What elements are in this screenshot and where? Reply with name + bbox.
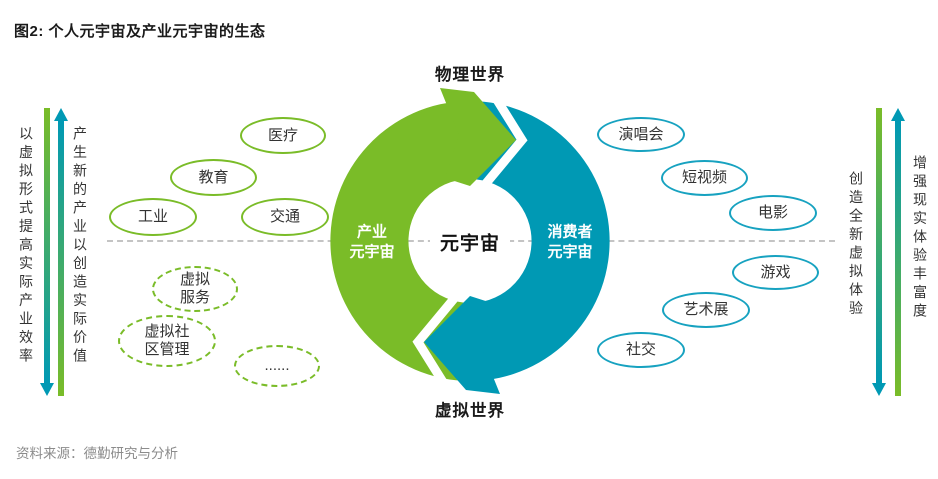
industry-solid-bubble-1: 教育 [170,159,257,196]
left-inner-vertical-text: 产生新的产业以创造实际价值 [72,126,88,367]
consumer-solid-bubble-1: 短视频 [661,160,748,196]
left-down-arrow-shaft [44,108,50,383]
top-chevron-separator [474,76,528,196]
bottom-chevron-separator [412,286,466,406]
figure-title: 图2: 个人元宇宙及产业元宇宙的生态 [14,23,266,40]
left-up-arrowhead-icon [54,108,68,121]
right-up-arrowhead-icon [891,108,905,121]
industry-dashed-bubble-2: ...... [234,345,320,387]
industry-dashed-bubble-0: 虚拟 服务 [152,266,238,312]
right-outer-vertical-text: 增强现实体验丰富度 [912,155,928,322]
right-down-arrowhead-icon [872,383,886,396]
left-up-arrow-shaft [58,121,64,396]
industry-metaverse-label: 产业 元宇宙 [349,223,395,261]
physical-world-label: 物理世界 [435,66,505,84]
metaverse-hub-label: 元宇宙 [429,226,511,258]
right-up-arrow-shaft [895,121,901,396]
industry-solid-bubble-2: 工业 [109,198,197,236]
metaverse-cycle-diagram [330,76,610,406]
right-down-arrow [872,108,886,396]
consumer-solid-bubble-4: 艺术展 [662,292,750,328]
consumer-solid-bubble-0: 演唱会 [597,117,685,152]
right-down-arrow-shaft [876,108,882,383]
consumer-metaverse-label: 消费者 元宇宙 [547,223,593,261]
left-down-arrow [40,108,54,396]
consumer-solid-bubble-3: 游戏 [732,255,819,290]
industry-solid-bubble-0: 医疗 [240,117,326,154]
consumer-solid-bubble-2: 电影 [729,195,817,231]
industry-dashed-bubble-1: 虚拟社 区管理 [118,315,216,367]
left-outer-vertical-text: 以虚拟形式提高实际产业效率 [18,126,34,367]
left-up-arrow [54,108,68,396]
industry-solid-bubble-3: 交通 [241,198,329,236]
right-inner-vertical-text: 创造全新虚拟体验 [848,171,864,319]
source-note: 资料来源：德勤研究与分析 [16,446,178,461]
virtual-world-label: 虚拟世界 [435,402,505,420]
consumer-solid-bubble-5: 社交 [597,332,685,368]
consumer-arrowhead-icon [424,296,500,394]
right-up-arrow [891,108,905,396]
left-down-arrowhead-icon [40,383,54,396]
industry-arrowhead-icon [440,88,516,186]
